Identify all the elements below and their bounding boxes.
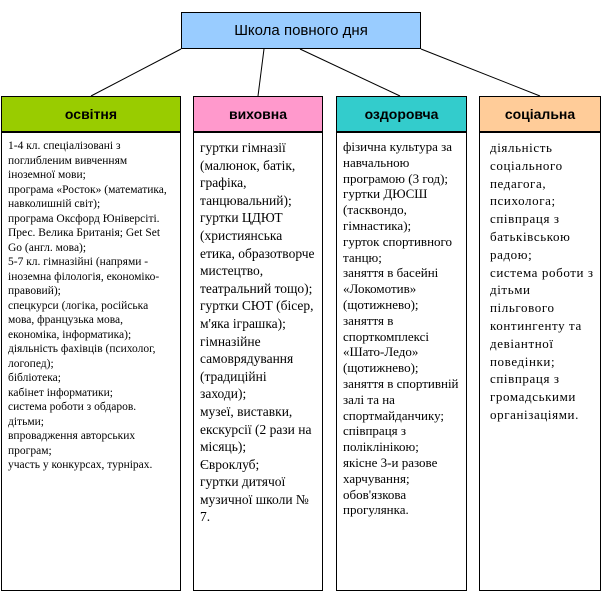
list-item: гуртки гімназії (малюнок, батік, графіка… [200,140,296,208]
ozdorovcha-list: фізична культура за навчальною програмою… [343,139,460,518]
connector-line-ozdorovcha [299,48,401,97]
list-item: гуртки дитячої музичної школи № 7. [200,474,309,525]
list-item: гурток спортивного танцю; [343,233,453,265]
list-item: заняття в басейні «Локомотив» (щотижнево… [343,265,439,312]
list-item: 1-4 кл. спеціалізовані з поглибленим вив… [8,140,128,181]
list-item: діяльність фахівців (психолог, логопед); [8,343,156,370]
list-item: гуртки ЦДЮТ (християнська етика, образот… [200,210,315,296]
connector-line-vykhovna [257,48,265,97]
list-item: кабінет інформатики; [8,386,113,399]
list-item: гімназійне самоврядування (традиційні за… [200,333,294,402]
list-item: 5-7 кл. гімназійні (напрями - іноземна ф… [8,256,160,297]
column-body-osvitnia: 1-4 кл. спеціалізовані з поглибленим вив… [1,132,181,591]
list-item: гуртки СЮТ (бісер, м'яка іграшка); [200,298,314,331]
vykhovna-list: гуртки гімназії (малюнок, батік, графіка… [200,139,316,526]
column-header-vykhovna: виховна [193,96,323,132]
list-item: Євроклуб; [200,456,260,472]
list-item: обов'язкова прогулянка. [343,486,409,518]
osvitnia-list: 1-4 кл. спеціалізовані з поглибленим вив… [8,139,174,473]
list-item: діяльність соціального педагога, психоло… [490,140,563,209]
list-item: участь у конкурсах, турнірах. [8,459,153,471]
root-node-title: Школа повного дня [181,12,421,49]
list-item: заняття в спортивній залі та на спортмай… [343,375,459,423]
list-item: програма «Росток» (математика, навколишн… [8,183,167,211]
column-body-vykhovna: гуртки гімназії (малюнок, батік, графіка… [193,132,323,591]
list-item: співпраця з поліклінікою; [343,423,419,455]
list-item: фізична культура за навчальною програмою… [343,139,453,186]
sotsialna-list: діяльність соціального педагога, психоло… [490,139,594,424]
list-item: система роботи з дітьми пільгового конти… [490,264,594,369]
list-item: спецкурси (логіка, російська мова, франц… [8,299,149,341]
connector-line-osvitnia [90,48,182,97]
column-header-sotsialna: соціальна [479,96,601,132]
column-body-sotsialna: діяльність соціального педагога, психоло… [479,132,601,591]
list-item: музеї, виставки, екскурсії (2 рази на мі… [200,403,312,455]
column-header-osvitnia: освітня [1,96,181,132]
list-item: бібліотека; [8,372,61,384]
list-item: система роботи з обдаров. дітьми; [8,401,137,428]
list-item: гуртки ДЮСШ (тасквондо, гімнастика); [343,186,428,233]
list-item: співпраця з батьківською радою; [490,211,571,262]
list-item: заняття в спорткомплексі «Шато-Ледо» (що… [343,312,429,376]
column-header-ozdorovcha: оздоровча [336,96,467,132]
list-item: впровадження авторських програм; [8,430,136,457]
list-item: програма Оксфорд Юніверсіті. Прес. Велик… [8,212,161,254]
column-body-ozdorovcha: фізична культура за навчальною програмою… [336,132,467,591]
list-item: співпраця з громадськими організаціями. [490,371,579,422]
list-item: якісне 3-и разове харчування; [343,454,438,486]
connector-line-sotsialna [420,48,541,97]
